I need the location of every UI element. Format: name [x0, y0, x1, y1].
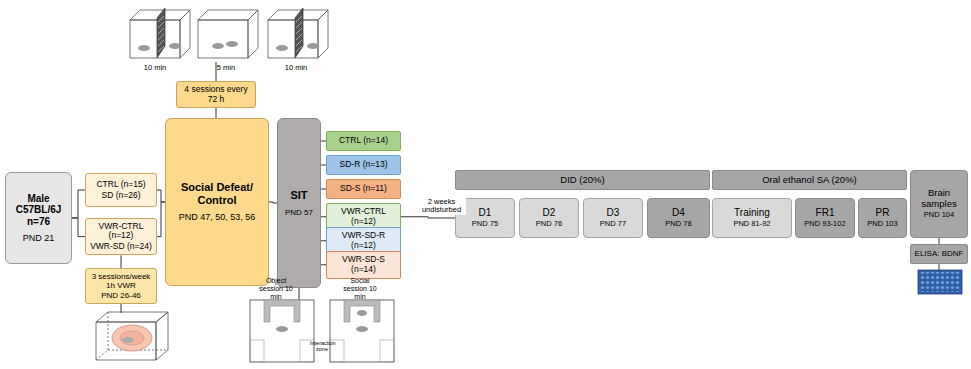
group-box: CTRL (n=14) — [326, 131, 401, 151]
phase-band: DID (20%) — [455, 170, 710, 190]
box-title: 4 sessions every 72 h — [180, 85, 252, 105]
day-box: D2PND 76 — [519, 198, 579, 238]
session-label: Object session 10 min — [254, 277, 298, 301]
box-title: SD-S (n=11) — [340, 184, 387, 194]
box-title: VWR-CTRL (n=12) — [89, 222, 153, 242]
box-title: FR1 — [816, 207, 835, 219]
box-title: VWR-SD-R (n=12) — [330, 231, 397, 251]
box-detail: PND 47, 50, 53, 56 — [179, 212, 256, 222]
connector — [72, 190, 85, 218]
box-title: Male C57BL/6J n=76 — [9, 193, 68, 228]
box-title: D3 — [607, 207, 620, 219]
box-title: 3 sessions/week 1h VWR — [89, 272, 153, 290]
exercise-box: 3 sessions/week 1h VWRPND 26-46 — [85, 268, 157, 304]
stress-box: Social Defeat/ ControlPND 47, 50, 53, 56 — [165, 118, 269, 286]
box-detail: PND 75 — [472, 220, 498, 229]
assay-box: ELISA: BDNF — [910, 244, 968, 264]
box-detail: PND 104 — [924, 211, 954, 220]
box-detail: PND 57 — [285, 208, 313, 217]
connector — [401, 217, 455, 218]
session-box: 4 sessions every 72 h — [176, 81, 256, 108]
group-box: SD-R (n=13) — [326, 155, 401, 175]
box-title: PR — [876, 207, 890, 219]
box-title: CTRL (n=14) — [339, 136, 388, 146]
phase-band: Oral ethanol SA (20%) — [712, 170, 907, 190]
box-detail: PND 77 — [600, 220, 626, 229]
box-detail: VWR-SD (n=24) — [90, 242, 152, 252]
box-detail: PND 76 — [536, 220, 562, 229]
box-detail: PND 21 — [23, 233, 55, 243]
box-title: VWR-SD-S (n=14) — [330, 255, 397, 275]
day-box: D4PND 78 — [647, 198, 710, 238]
box-title: CTRL (n=15) — [96, 180, 145, 190]
box-detail: PND 93-102 — [804, 220, 845, 229]
box-title: ELISA: BDNF — [915, 249, 964, 258]
box-detail: PND 81-92 — [733, 220, 770, 229]
group-box: SD-S (n=11) — [326, 179, 401, 199]
test-box: SIT PND 57 — [277, 118, 321, 288]
group-box: VWR-CTRL (n=12)VWR-SD (n=24) — [85, 218, 157, 255]
box-title: Brain samples — [914, 188, 964, 210]
animal-box: Male C57BL/6J n=76PND 21 — [5, 172, 72, 264]
group-box: VWR-SD-S (n=14) — [326, 251, 401, 279]
schedule-box: PRPND 103 — [858, 198, 907, 238]
connector — [157, 190, 165, 202]
box-detail: SD (n=26) — [102, 191, 141, 201]
box-title: D2 — [543, 207, 556, 219]
box-title: SIT — [290, 189, 307, 202]
connector — [72, 218, 85, 237]
duration-label: 10 min — [144, 64, 167, 73]
group-box: CTRL (n=15)SD (n=26) — [85, 173, 157, 207]
connector — [121, 255, 122, 268]
sampling-box: Brain samplesPND 104 — [910, 170, 968, 238]
schedule-box: TrainingPND 81-92 — [712, 198, 792, 238]
duration-label: 5 min — [217, 64, 235, 73]
box-detail: PND 26-46 — [101, 291, 141, 300]
box-title: VWR-CTRL (n=12) — [330, 207, 397, 227]
box-title: SD-R (n=13) — [340, 160, 388, 170]
box-title: Training — [734, 207, 770, 219]
box-title: D1 — [479, 207, 492, 219]
day-box: D3PND 77 — [583, 198, 643, 238]
connector — [269, 202, 277, 203]
box-title: DID (20%) — [560, 175, 604, 186]
zone-label: Interaction zone — [310, 340, 334, 353]
box-title: Oral ethanol SA (20%) — [762, 175, 857, 186]
box-title: Social Defeat/ Control — [169, 181, 265, 206]
box-detail: PND 78 — [665, 220, 691, 229]
edge-label: 2 weeks undisturbed — [418, 198, 466, 215]
box-detail: PND 103 — [867, 220, 897, 229]
connector — [216, 108, 217, 118]
session-label: Social session 10 min — [338, 277, 382, 301]
box-title: D4 — [672, 207, 685, 219]
duration-label: 10 min — [285, 64, 308, 73]
schedule-box: FR1PND 93-102 — [795, 198, 855, 238]
connector — [157, 202, 165, 237]
